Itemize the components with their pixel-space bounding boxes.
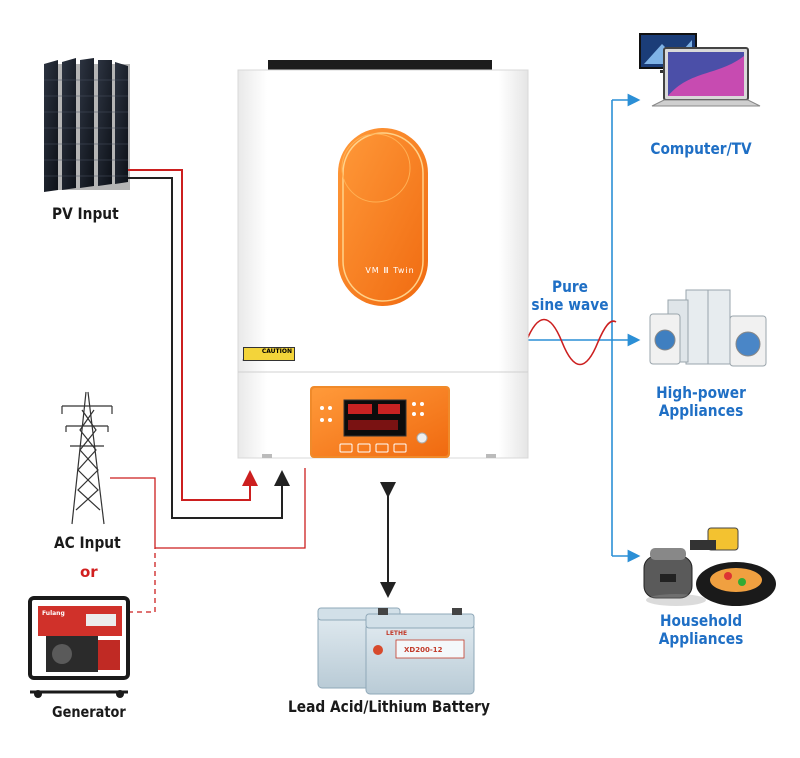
wiring: [110, 93, 641, 613]
pv-negative-wire: [128, 177, 290, 519]
high-power-line2: Appliances: [658, 401, 744, 420]
pv-input-label: PV Input: [52, 204, 119, 223]
or-label: or: [80, 563, 98, 581]
inverter-brand-text: VM Ⅲ Twin: [365, 266, 415, 275]
generator-image: [28, 596, 130, 698]
caution-sticker: CAUTION: [243, 347, 295, 361]
pv-positive-wire: [128, 169, 258, 501]
household-appliances-label: Household Appliances: [645, 612, 757, 648]
pure-sine-wave-line1: Pure: [551, 277, 588, 296]
battery-label: Lead Acid/Lithium Battery: [288, 697, 490, 716]
computer-tv-image: [639, 33, 761, 107]
household-appliances-image: [643, 527, 776, 606]
household-line2: Appliances: [658, 629, 744, 648]
computer-tv-label: Computer/TV: [650, 139, 752, 158]
power-tower-image: [61, 391, 113, 525]
solar-panel-image: [44, 58, 130, 192]
generator-brand-text: Fulang: [42, 610, 65, 617]
sine-wave-icon: [525, 318, 617, 366]
generator-label: Generator: [52, 703, 126, 721]
battery-model-text: XD200-12: [404, 646, 443, 654]
ac-input-wire: [110, 468, 306, 549]
ac-input-label: AC Input: [54, 533, 121, 552]
pure-sine-wave-label: Pure sine wave: [527, 278, 613, 314]
high-power-appliances-label: High-power Appliances: [645, 384, 757, 420]
generator-wire: [128, 548, 156, 613]
pure-sine-wave-line2: sine wave: [531, 295, 609, 314]
high-power-line1: High-power: [656, 383, 746, 402]
battery-brand-text: LETHE: [386, 630, 408, 637]
battery-image: [317, 607, 475, 695]
household-line1: Household: [659, 611, 743, 630]
high-power-appliances-image: [649, 289, 767, 367]
inverter-image: [237, 60, 529, 459]
